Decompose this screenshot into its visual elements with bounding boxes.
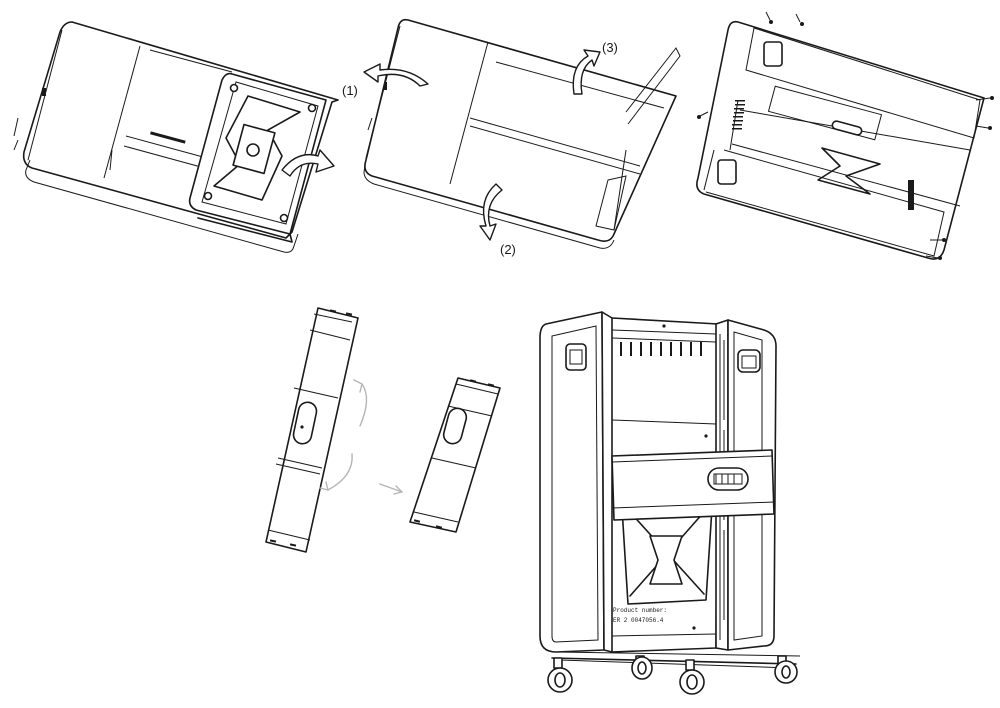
figure-opened-heater-screws	[696, 11, 994, 260]
arrow-step-3	[572, 49, 601, 95]
rating-plate-line-2: ER 2 0047056.4	[613, 617, 664, 624]
arrow-step-2	[479, 183, 503, 241]
label-step-3: (3)	[602, 40, 618, 55]
label-step-1: (1)	[342, 83, 358, 98]
rating-plate-line-1: Product number:	[613, 607, 667, 614]
screw-icons	[697, 11, 994, 260]
short-bracket	[409, 377, 501, 533]
fold-guide-arrows	[319, 379, 403, 495]
long-bracket	[265, 307, 359, 553]
cover-plate	[188, 72, 327, 243]
lift-arrow	[281, 149, 335, 177]
arrow-step-1	[363, 63, 429, 87]
caster-wheels	[547, 655, 798, 695]
label-step-2: (2)	[500, 242, 516, 257]
figure-open-side-panels: (1) (2) (3)	[342, 18, 681, 257]
figure-loose-brackets	[265, 307, 501, 553]
figure-heater-back-cover	[13, 21, 339, 253]
figure-assembled-heater: Product number: ER 2 0047056.4	[539, 311, 801, 695]
